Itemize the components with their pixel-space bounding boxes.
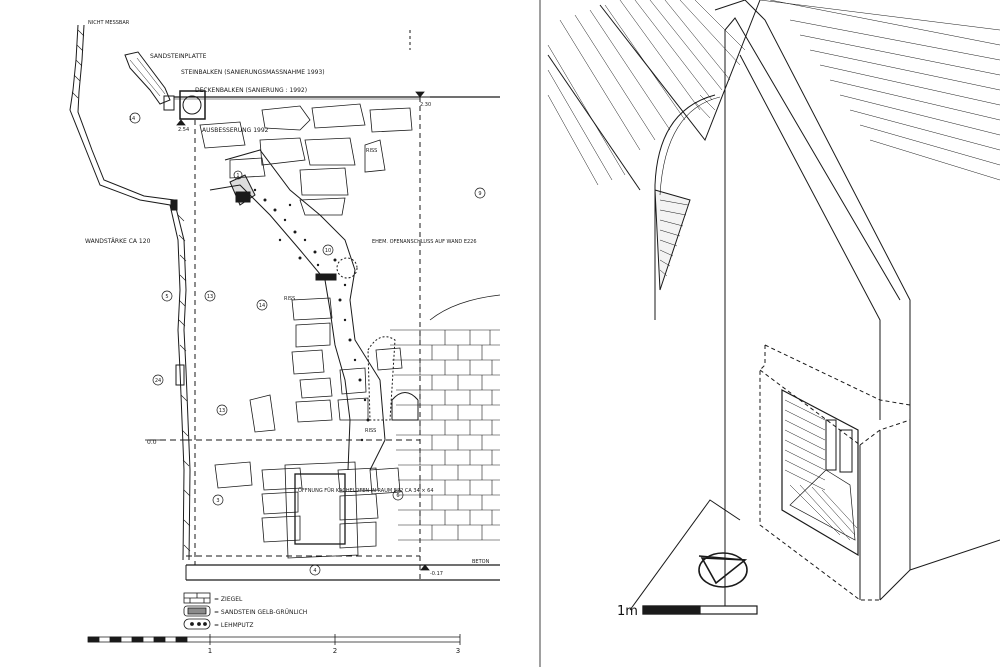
legend-symbols: [183, 592, 211, 630]
brick-wall-right: [390, 294, 501, 541]
region-number: 10: [325, 248, 331, 254]
level-markers: [145, 91, 430, 571]
elevation-drawing: [69, 0, 541, 667]
label-ausbesserung: AUSBESSERUNG 1992: [202, 127, 269, 134]
label-ofenanschluss: EHEM. OFENANSCHLUSS AUF WAND E226: [372, 239, 477, 245]
label-level-bottom: -0.17: [430, 571, 443, 577]
region-number: 4: [313, 568, 316, 574]
wall-frame: [150, 30, 500, 581]
legend-text-brick: = ZIEGEL: [214, 596, 243, 603]
region-number: 24: [155, 378, 161, 384]
label-level-left-top: 2.54: [178, 127, 189, 133]
label-oeffnung: ÖFFNUNG FÜR KACHELOFEN IN RAUM E22 CA 34…: [298, 487, 434, 494]
roof-hatching: [547, 0, 1000, 186]
region-number: 1: [236, 173, 239, 179]
label-riss-2: RISS: [284, 296, 295, 302]
legend-text-lehmputz: = LEHMPUTZ: [214, 622, 254, 629]
arch-wall: [654, 94, 721, 320]
isometric-sketch: [547, 0, 1000, 615]
label-wandstaerke: WANDSTÄRKE CA 120: [85, 238, 151, 245]
label-sandsteinplatte: SANDSTEINPLATTE: [150, 53, 207, 60]
top-beams: [124, 51, 420, 120]
region-number: 13: [219, 408, 225, 414]
label-riss-1: RISS: [366, 148, 377, 154]
north-arrow-icon: [698, 552, 748, 588]
elevation-labels: NICHT MESSBAR SANDSTEINPLATTE STEINBALKE…: [85, 20, 490, 655]
label-zero-level: 0.0: [147, 439, 157, 446]
label-steinbalken: STEINBALKEN (SANIERUNGSMASSNAHME 1993): [181, 69, 325, 76]
masonry-stones: [199, 103, 413, 549]
region-number: 14: [129, 116, 135, 122]
chimney-block: [759, 344, 911, 601]
scale-tick-label: 1: [208, 647, 212, 655]
scale-tick-label: 3: [456, 647, 460, 655]
region-number: 3: [216, 498, 219, 504]
floor-lines: [629, 499, 1000, 611]
region-number: 6: [396, 493, 399, 499]
metric-scale-bar: [87, 634, 461, 645]
label-level-top: 2.30: [420, 102, 431, 108]
legend-symbol-lehmputz: [183, 618, 211, 630]
roof-beams: [547, 0, 911, 610]
label-riss-3: RISS: [365, 428, 376, 434]
region-number: 9: [478, 191, 481, 197]
legend-symbol-sandstone: [183, 605, 211, 617]
flue-band: [209, 149, 419, 471]
region-circles: [129, 112, 486, 576]
region-number: 5: [165, 294, 168, 300]
scale-label-1m: 1m: [617, 604, 638, 619]
region-number: 14: [259, 303, 265, 309]
label-deckenbalken: DECKENBALKEN (SANIERUNG : 1992): [195, 87, 307, 94]
wall-section-left: [69, 24, 191, 561]
label-nicht-messbar: NICHT MESSBAR: [88, 20, 130, 26]
region-number: 13: [207, 294, 213, 300]
isometric-scale-bar: [642, 605, 758, 615]
legend-text-sandstone: = SANDSTEIN GELB-GRÜNLICH: [214, 609, 307, 616]
label-beton: BETON: [472, 559, 490, 565]
scale-tick-label: 2: [333, 647, 337, 655]
oven-opening: [284, 461, 359, 559]
